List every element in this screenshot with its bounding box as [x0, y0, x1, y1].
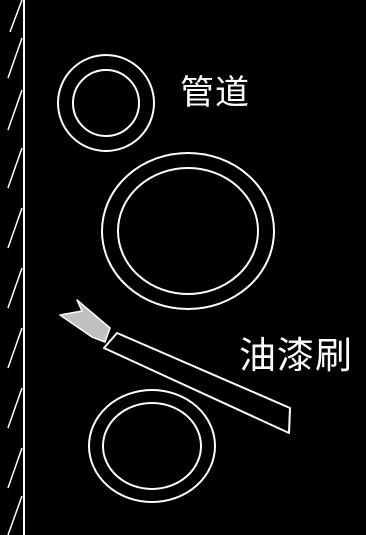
brush-bristles — [59, 299, 111, 343]
paint-brush — [59, 299, 291, 434]
pipe-large — [101, 152, 275, 310]
label-paint-brush: 油漆刷 — [239, 334, 353, 377]
pipe-small — [57, 54, 155, 152]
pipe-small-inner — [72, 69, 140, 137]
pipe-bottom — [88, 389, 216, 503]
pipe-large-outer — [101, 152, 275, 310]
pipe-large-inner — [117, 167, 259, 295]
pipe-small-outer — [57, 54, 155, 152]
wall-hatching — [7, 0, 23, 535]
label-pipe: 管道 — [180, 73, 250, 113]
pipe-bottom-outer — [88, 389, 216, 503]
brush-handle — [103, 332, 291, 434]
pipe-bottom-inner — [102, 402, 202, 490]
wall — [7, 0, 25, 535]
